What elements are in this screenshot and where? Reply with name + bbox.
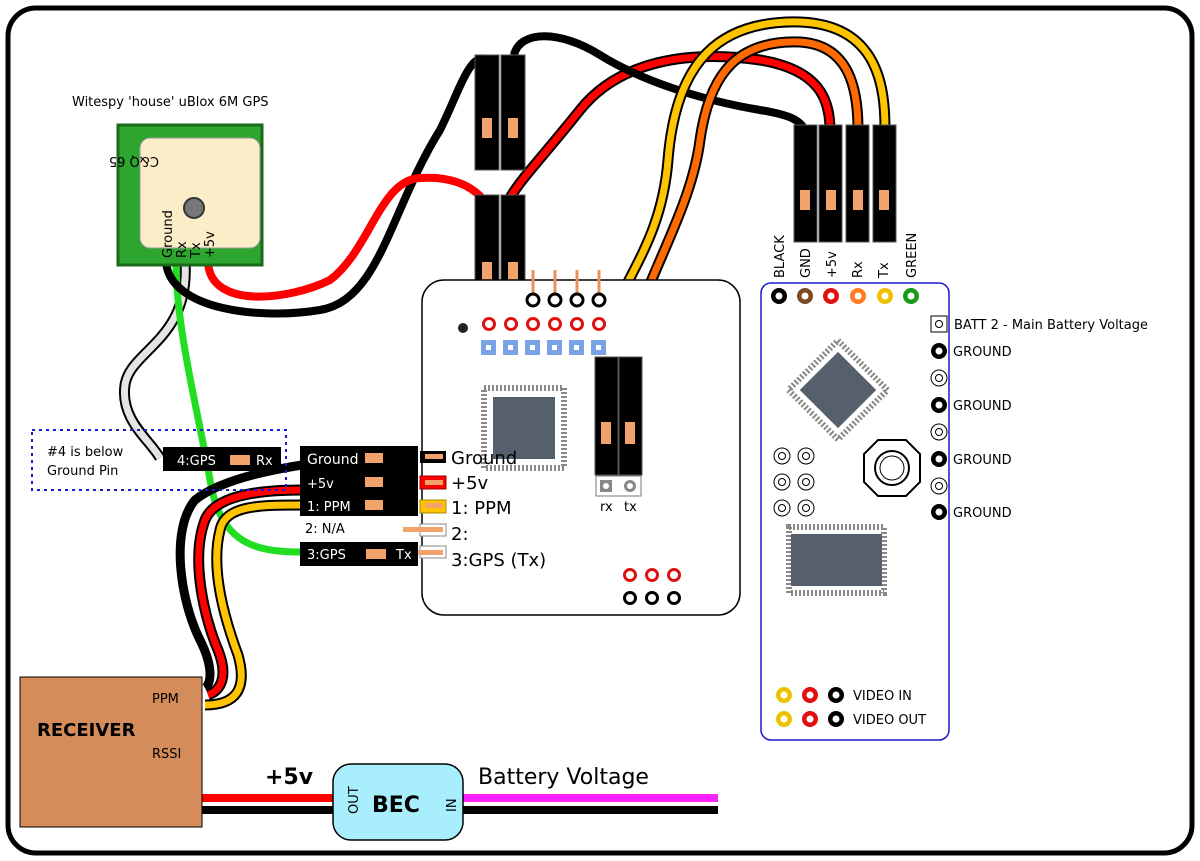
gps-green-wire: [172, 261, 301, 556]
gps-pin-tx: Tx: [189, 242, 204, 259]
note-line2: Ground Pin: [47, 464, 118, 479]
conn4-label: 4:GPS: [177, 454, 216, 469]
fc-upright-pins: [525, 270, 607, 308]
receiver-header-block: Ground +5v 1: PPM 2: N/A 3:GPS Tx: [300, 446, 418, 566]
gps-pin-ground: Ground: [161, 210, 176, 258]
bec-magenta-wire: [462, 794, 718, 802]
osd-video-in: VIDEO IN: [853, 689, 912, 704]
gps-red-wire: [204, 173, 485, 301]
fc-pin-2: 2:: [451, 524, 469, 545]
bec-in-label: IN: [445, 798, 460, 812]
osd-button: [863, 439, 921, 497]
osd-top-connector: [793, 124, 897, 243]
rx-black-wire: [175, 460, 303, 692]
receiver-rssi-label: RSSI: [152, 747, 181, 762]
rx-header-gps: 3:GPS: [307, 548, 346, 563]
gps-antenna: [139, 137, 261, 249]
gps-pin-rx: Rx: [175, 241, 190, 258]
fc-pin-ppm: 1: PPM: [451, 498, 511, 519]
receiver-name: RECEIVER: [37, 720, 136, 741]
osd-pin-rx: Rx: [851, 261, 866, 278]
receiver-servo-connector: [300, 446, 418, 516]
rx-header-5v: +5v: [307, 477, 334, 492]
fc-side-header: [403, 451, 447, 559]
osd-pin-black: BLACK: [773, 235, 788, 278]
gps-title: Witespy 'house' uBlox 6M GPS: [72, 95, 269, 110]
osd-pin-tx: Tx: [877, 262, 892, 279]
splitter-top-connector: [474, 54, 526, 171]
bec-battery-label: Battery Voltage: [478, 765, 649, 790]
osd-ground-2: GROUND: [953, 399, 1012, 414]
gps-module: C&Q 65 Ground Rx Tx +5v: [109, 123, 264, 267]
note-line1: #4 is below: [47, 445, 124, 460]
osd-red-wire: [506, 53, 834, 200]
receiver-box: [19, 676, 203, 828]
osd-video-out: VIDEO OUT: [853, 713, 926, 728]
note-box: [31, 429, 287, 491]
gps-tx-connector: [300, 542, 418, 566]
fc-blue-pad-row: [481, 340, 606, 355]
bec-out-label: OUT: [347, 786, 362, 814]
bec-name: BEC: [372, 793, 420, 818]
bec-5v-label: +5v: [265, 765, 314, 790]
fc-red-pin-row: [482, 317, 606, 331]
receiver-ppm-label: PPM: [152, 692, 179, 707]
rx-yellow-wire: [204, 501, 303, 709]
osd-isp-pads: [773, 447, 815, 517]
osd-ground-3: GROUND: [953, 453, 1012, 468]
osd-top-pads: [771, 288, 919, 304]
fc-serial-tx-label: tx: [624, 500, 637, 515]
fc-pin-gps-tx: 3:GPS (Tx): [451, 550, 546, 571]
osd-pin-gnd: GND: [799, 248, 814, 278]
rx-header-ground: Ground: [307, 452, 359, 468]
gps-rx-connector: 4:GPS Rx: [163, 447, 281, 471]
fc-serial-rx-label: rx: [600, 500, 613, 515]
yellow-wire: [601, 18, 889, 361]
flight-controller: rx tx: [421, 270, 741, 616]
osd-pin-5v: +5v: [825, 251, 840, 278]
gps-black-wire: [162, 54, 490, 318]
osd-black-wire: [510, 32, 809, 133]
gps-antenna-feed: [183, 197, 205, 219]
bec-box: [332, 763, 464, 841]
rx-header-gps-tx: Tx: [395, 548, 412, 563]
rx-header-ppm: 1: PPM: [307, 500, 351, 515]
fc-pin-ground: Ground: [451, 448, 517, 469]
fc-marker-dot: [458, 323, 468, 333]
conn4-pin: Rx: [256, 454, 273, 469]
fc-serial-connector: [594, 356, 643, 497]
orange-wire: [626, 38, 862, 361]
gps-chip-text: C&Q 65: [109, 153, 159, 168]
osd-right-pads: [930, 343, 948, 520]
osd-chip: [784, 336, 892, 444]
osd-ground-1: GROUND: [953, 345, 1012, 360]
bec-black-in-wire: [462, 806, 718, 814]
rx-header-na: 2: N/A: [305, 522, 345, 537]
bec: BEC OUT IN: [332, 763, 464, 841]
rx-red-wire: [195, 486, 303, 699]
fc-mcu-chip: [481, 385, 567, 471]
fc-board: [421, 279, 741, 616]
osd-ground-4: GROUND: [953, 506, 1012, 521]
gps-pin-5v: +5v: [203, 231, 218, 258]
receiver: RECEIVER PPM RSSI: [19, 676, 203, 828]
osd-board: BLACK GND +5v Rx Tx GREEN: [760, 124, 950, 741]
osd-batt2-label: BATT 2 - Main Battery Voltage: [954, 318, 1148, 333]
fc-pin-5v: +5v: [451, 473, 489, 494]
bec-black-out-wire: [200, 806, 335, 814]
fc-aux-pads: [623, 568, 681, 605]
osd-video-chip: [786, 524, 887, 596]
osd-video-pads: [776, 687, 844, 727]
osd-pin-green: GREEN: [905, 233, 920, 278]
bec-red-wire: [200, 794, 335, 802]
